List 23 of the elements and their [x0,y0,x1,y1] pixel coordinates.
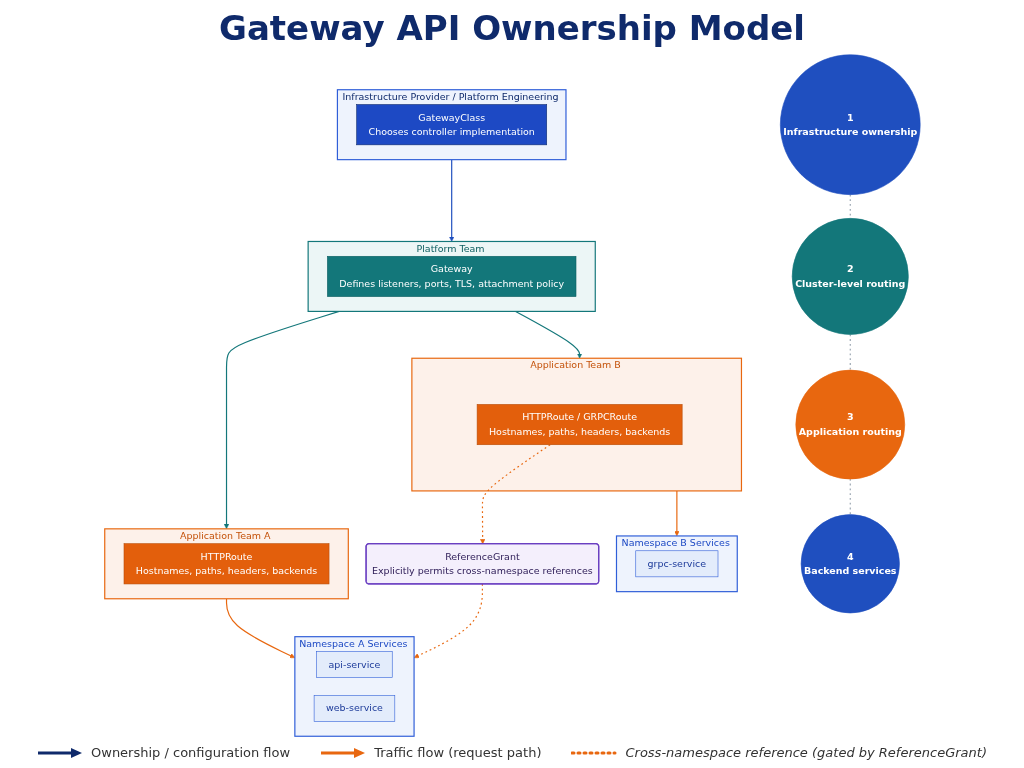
node-box: Gateway Defines listeners, ports, TLS, attachment policy [326,256,576,297]
arrow [225,598,295,659]
node-box: web-service [313,695,395,722]
node-box: GatewayClass Chooses controller implementation [355,104,547,146]
arrow [514,310,582,359]
node-box: grpc-service [634,550,718,578]
arrow [673,490,679,537]
connector [849,333,851,371]
arrow [413,583,483,659]
node-box: HTTPRoute / GRPCRoute Hostnames, paths, headers, backends [476,404,682,446]
legend-text: Ownership / configuration flow [91,745,291,760]
node-box: api-service [315,651,393,678]
legend-text: Cross-namespace reference (gated by ReferenceGrant) [625,745,987,760]
node-circle: 4 Backend services [800,514,900,614]
arrow [479,444,551,545]
node-box: HTTPRoute Hostnames, paths, headers, backends [123,543,329,585]
legend-text: Traffic flow (request path) [374,745,542,760]
node-circle: 3 Application routing [795,369,905,480]
diagram-title: Gateway API Ownership Model [218,8,806,48]
node-circle: 1 Infrastructure ownership [779,54,921,195]
node-circle: 2 Cluster-level routing [791,218,909,335]
connector [849,478,851,516]
arrow [448,159,454,242]
